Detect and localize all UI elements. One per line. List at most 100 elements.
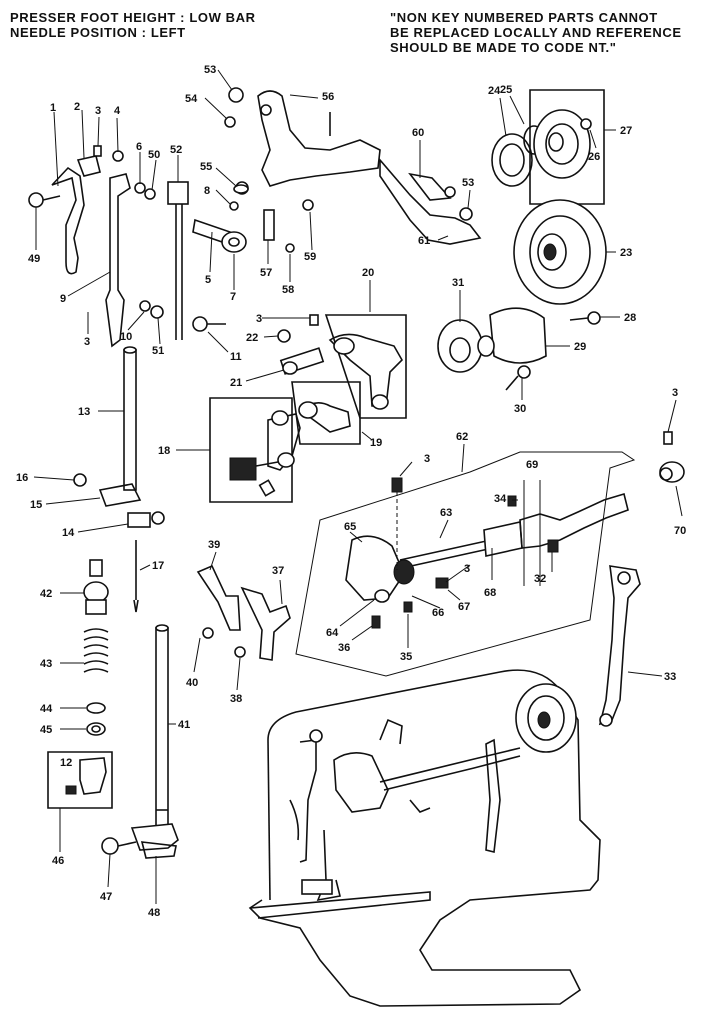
label-3: 3 — [95, 105, 101, 117]
label-18: 18 — [158, 445, 170, 457]
thread-guide — [47, 751, 113, 809]
label-47: 47 — [100, 891, 112, 903]
label-53: 53 — [204, 64, 216, 76]
label-19: 19 — [370, 437, 382, 449]
feed-rock-shaft — [598, 565, 641, 727]
label-67: 67 — [458, 601, 470, 613]
label-36: 36 — [338, 642, 350, 654]
label-39: 39 — [208, 539, 220, 551]
label-9: 9 — [60, 293, 66, 305]
hand-wheel-clutch — [491, 89, 605, 205]
label-29: 29 — [574, 341, 586, 353]
screw-11 — [192, 316, 226, 332]
label-16: 16 — [16, 472, 28, 484]
label-3e: 3 — [424, 453, 430, 465]
label-8: 8 — [204, 185, 210, 197]
label-59: 59 — [304, 251, 316, 263]
label-26: 26 — [588, 151, 600, 163]
label-37: 37 — [272, 565, 284, 577]
label-22: 22 — [246, 332, 258, 344]
label-52: 52 — [170, 144, 182, 156]
sewing-machine-body — [248, 669, 601, 1007]
label-57: 57 — [260, 267, 272, 279]
label-40: 40 — [186, 677, 198, 689]
label-25: 25 — [500, 84, 512, 96]
label-58: 58 — [282, 284, 294, 296]
label-50: 50 — [148, 149, 160, 161]
label-66: 66 — [432, 607, 444, 619]
upper-linkage — [224, 87, 482, 253]
label-49: 49 — [28, 253, 40, 265]
label-34: 34 — [494, 493, 507, 505]
label-56: 56 — [322, 91, 334, 103]
header-right-line-1: "NON KEY NUMBERED PARTS CANNOT — [390, 10, 658, 25]
label-3d: 3 — [672, 387, 678, 399]
label-12: 12 — [60, 757, 72, 769]
label-46: 46 — [52, 855, 64, 867]
label-55: 55 — [200, 161, 212, 173]
label-38: 38 — [230, 693, 242, 705]
label-14: 14 — [62, 527, 75, 539]
label-4: 4 — [114, 105, 121, 117]
label-15: 15 — [30, 499, 42, 511]
label-35: 35 — [400, 651, 412, 663]
label-51: 51 — [152, 345, 164, 357]
label-68: 68 — [484, 587, 496, 599]
label-17: 17 — [152, 560, 164, 572]
label-63: 63 — [440, 507, 452, 519]
presser-bar-guide — [76, 145, 131, 348]
header-right-line-3: SHOULD BE MADE TO CODE NT." — [390, 40, 617, 55]
label-3b: 3 — [84, 336, 90, 348]
label-3f: 3 — [464, 563, 470, 575]
label-60: 60 — [412, 127, 424, 139]
label-20: 20 — [362, 267, 374, 279]
lever-39-37 — [196, 564, 291, 661]
header-right-line-2: BE REPLACED LOCALLY AND REFERENCE — [390, 25, 682, 40]
presser-bar — [73, 346, 165, 613]
label-61: 61 — [418, 235, 430, 247]
label-33: 33 — [664, 671, 676, 683]
label-10: 10 — [120, 331, 132, 343]
bushing-assembly — [437, 307, 601, 391]
link-group-19 — [209, 381, 361, 503]
label-64: 64 — [326, 627, 339, 639]
label-5: 5 — [205, 274, 211, 286]
label-48: 48 — [148, 907, 160, 919]
label-7: 7 — [230, 291, 236, 303]
label-45: 45 — [40, 724, 52, 736]
label-6: 6 — [136, 141, 142, 153]
label-11: 11 — [230, 351, 242, 363]
label-31: 31 — [452, 277, 464, 289]
label-21: 21 — [230, 377, 242, 389]
label-62: 62 — [456, 431, 468, 443]
label-70: 70 — [674, 525, 686, 537]
header-left-line-1: PRESSER FOOT HEIGHT : LOW BAR — [10, 10, 256, 25]
bushing-70 — [659, 431, 685, 483]
label-44: 44 — [40, 703, 53, 715]
label-42: 42 — [40, 588, 52, 600]
needle-bar-parts — [134, 181, 189, 340]
label-53b: 53 — [462, 177, 474, 189]
link-group-20 — [277, 314, 407, 419]
label-13: 13 — [78, 406, 90, 418]
label-30: 30 — [514, 403, 526, 415]
label-1: 1 — [50, 102, 56, 114]
label-43: 43 — [40, 658, 52, 670]
label-65: 65 — [344, 521, 356, 533]
presser-lever — [28, 166, 85, 275]
label-2: 2 — [74, 101, 80, 113]
label-27: 27 — [620, 125, 632, 137]
presser-foot — [101, 823, 179, 859]
label-32: 32 — [534, 573, 546, 585]
label-41: 41 — [178, 719, 190, 731]
label-54: 54 — [185, 93, 198, 105]
header-left-note: PRESSER FOOT HEIGHT : LOW BAR NEEDLE POS… — [10, 10, 256, 40]
main-shaft-group — [295, 451, 636, 677]
leader-lines — [33, 69, 683, 904]
label-3c: 3 — [256, 313, 262, 325]
header-right-note: "NON KEY NUMBERED PARTS CANNOT BE REPLAC… — [390, 10, 682, 55]
label-28: 28 — [624, 312, 636, 324]
label-24: 24 — [488, 85, 501, 97]
pulley-23 — [513, 199, 607, 305]
